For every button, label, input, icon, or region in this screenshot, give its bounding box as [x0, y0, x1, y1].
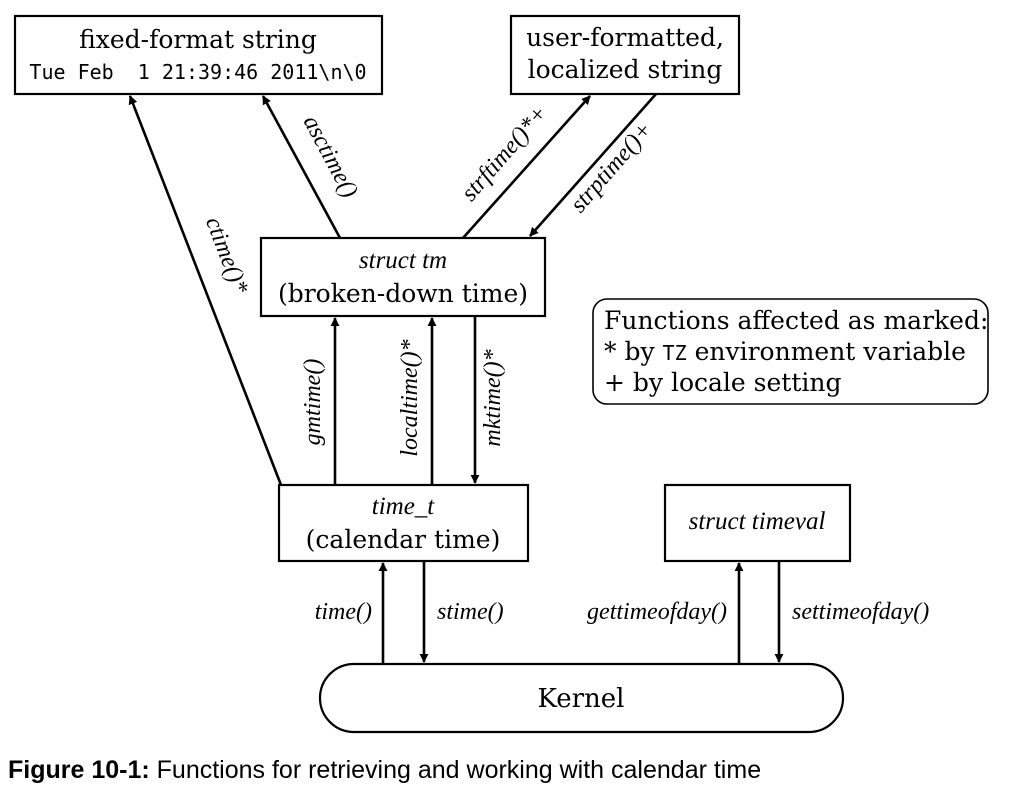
edge-strftime-arrow: [462, 95, 591, 239]
label-strptime: strptime()+: [566, 117, 658, 218]
legend-box: Functions affected as marked: * by TZ en…: [592, 298, 989, 405]
user-formatted-line2: localized string: [528, 55, 723, 84]
legend-line2: * by TZ environment variable: [604, 337, 966, 366]
label-ctime: ctime()*: [200, 214, 253, 298]
struct-tm-subtitle: (broken-down time): [278, 279, 528, 308]
label-gmtime: gmtime(): [300, 359, 326, 446]
label-gettimeofday: gettimeofday(): [587, 599, 727, 625]
fixed-format-title: fixed-format string: [79, 25, 317, 54]
node-user-formatted-string: user-formatted, localized string: [509, 14, 741, 96]
node-kernel: Kernel: [318, 662, 845, 734]
label-settimeofday: settimeofday(): [792, 599, 929, 625]
edge-asctime-arrow: [261, 95, 342, 239]
struct-tm-title: struct tm: [359, 247, 447, 274]
kernel-label: Kernel: [538, 684, 625, 714]
label-mktime: mktime()*: [480, 349, 506, 446]
struct-timeval-title: struct timeval: [689, 508, 826, 535]
label-stime: stime(): [437, 599, 504, 625]
edge-strptime-arrow: [529, 93, 657, 237]
time-t-subtitle: (calendar time): [306, 525, 501, 554]
figure-caption-label: Figure 10-1:: [8, 756, 150, 784]
fixed-format-example: Tue Feb 1 21:39:46 2011\n\0: [29, 60, 366, 84]
label-localtime: localtime()*: [397, 339, 423, 456]
node-struct-tm: struct tm (broken-down time): [259, 236, 547, 318]
node-struct-timeval: struct timeval: [663, 483, 852, 563]
user-formatted-line1: user-formatted,: [526, 23, 724, 52]
edge-ctime-arrow: [128, 95, 283, 486]
legend-line1: Functions affected as marked:: [604, 306, 988, 335]
time-t-title: time_t: [372, 493, 436, 520]
label-time: time(): [315, 599, 372, 625]
figure-caption-text: Functions for retrieving and working wit…: [149, 756, 762, 784]
node-fixed-format-string: fixed-format string Tue Feb 1 21:39:46 2…: [13, 14, 384, 96]
node-time-t: time_t (calendar time): [277, 483, 530, 563]
figure-caption: Figure 10-1: Functions for retrieving an…: [8, 756, 761, 785]
legend-line3: + by locale setting: [604, 368, 841, 397]
label-asctime: asctime(): [298, 111, 363, 202]
